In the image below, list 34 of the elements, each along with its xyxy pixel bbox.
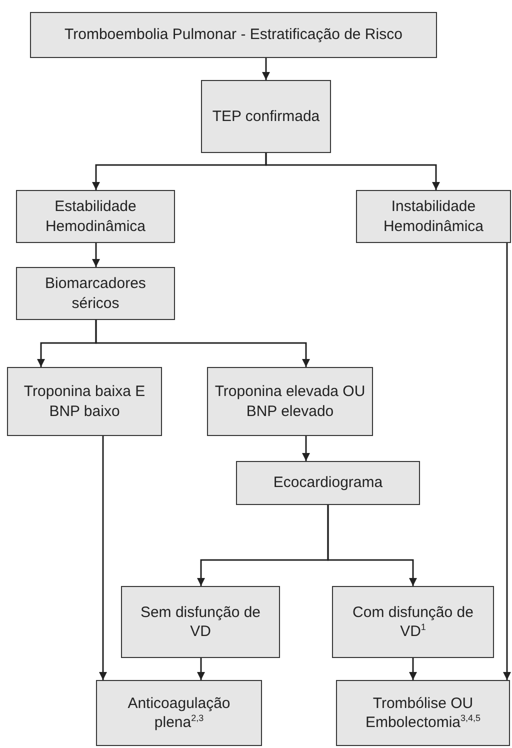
process-box <box>336 680 510 746</box>
process-box <box>7 367 162 436</box>
box-text: Instabilidade Hemodinâmica <box>382 197 485 236</box>
arrow <box>503 243 511 680</box>
box-text: TEP confirmada <box>212 106 320 126</box>
process-box <box>356 190 511 243</box>
arrow <box>302 436 310 461</box>
box-text: Anticoagulação plena$^{2,3}$ <box>126 694 232 732</box>
arrow <box>95 320 310 367</box>
box-text: Biomarcadores séricos <box>44 274 147 313</box>
process-box <box>16 190 175 243</box>
arrow <box>197 658 205 680</box>
process-box <box>201 80 331 153</box>
process-box <box>332 586 494 658</box>
box-text: Com disfunção de VD$^{1}$ <box>352 602 474 642</box>
box-text: Trombólise OU Embolectomia$^{3,4,5}$ <box>364 694 482 732</box>
process-box <box>16 267 175 320</box>
arrow <box>92 243 100 267</box>
process-box <box>30 12 437 58</box>
process-box <box>207 367 373 436</box>
arrow <box>99 436 107 680</box>
arrow <box>265 153 440 190</box>
arrow <box>262 58 270 80</box>
box-text: Sem disfunção de VD <box>139 602 262 642</box>
process-box <box>96 680 262 746</box>
box-text: Estabilidade Hemodinâmica <box>44 197 147 236</box>
box-text: Troponina elevada OU BNP elevado <box>214 382 366 421</box>
process-box <box>236 461 420 505</box>
arrow <box>327 505 417 586</box>
process-box <box>121 586 280 658</box>
box-text: Tromboembolia Pulmonar - Estratificação de Risco <box>64 25 402 45</box>
arrow <box>409 658 417 680</box>
box-text: Troponina baixa E BNP baixo <box>22 382 146 421</box>
box-text: Ecocardiograma <box>273 473 383 493</box>
